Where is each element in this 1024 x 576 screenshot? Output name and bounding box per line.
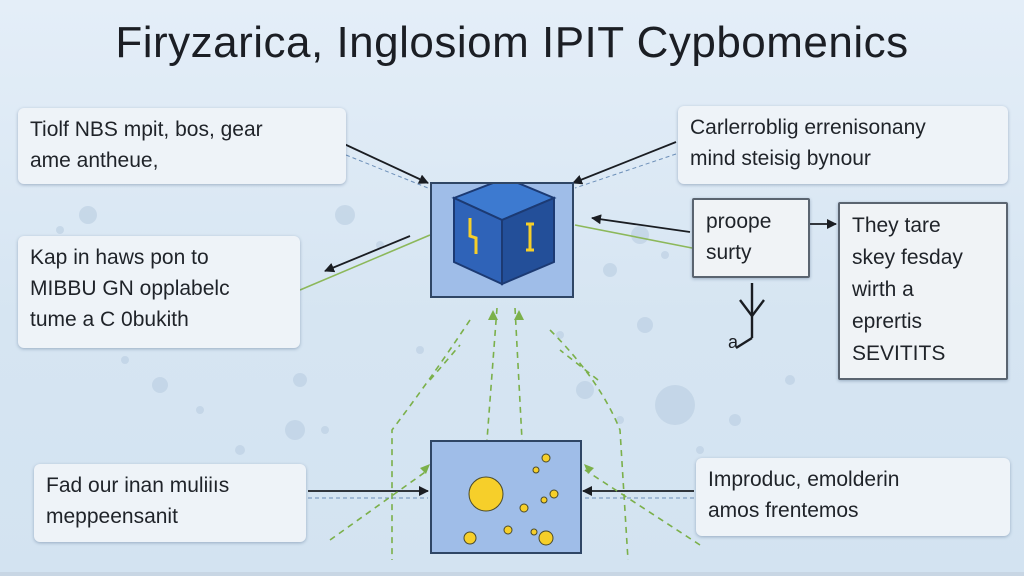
box-top-right-line-2: mind steisig bynour xyxy=(690,147,871,170)
cube-node xyxy=(430,182,574,298)
box-bottom-right: Improduc, emolderin amos frentemos xyxy=(696,458,1010,536)
arrow-topright-to-cube xyxy=(572,141,677,185)
svg-text:a: a xyxy=(728,332,739,352)
box-far-right-line-5: SEVITITS xyxy=(852,342,946,365)
box-proope: proope surty xyxy=(692,198,810,278)
box-bottom-left: Fad our inan muliiıs meppeensanit xyxy=(34,464,306,542)
box-top-right: Carlerroblig errenisonany mind steisig b… xyxy=(678,106,1008,184)
box-top-left-line-1: Tiolf NBS mpit, bos, gear xyxy=(30,118,263,141)
box-proope-line-2: surty xyxy=(706,241,752,264)
arrow-cube-to-midleft xyxy=(324,235,411,273)
box-bottom-left-line-1: Fad our inan muliiıs xyxy=(46,474,230,497)
box-far-right-line-4: eprertis xyxy=(852,310,923,333)
box-top-left-line-2: ame antheue, xyxy=(30,149,159,172)
arrow-proope-to-cube xyxy=(591,214,691,233)
box-mid-left: Kap in haws pon to MIBBU GN opplabelc tu… xyxy=(18,236,300,348)
box-far-right-line-3: wirth a xyxy=(852,278,914,301)
box-far-right: They tare skey fesday wirth a eprertis S… xyxy=(838,202,1008,380)
down-arrow-icon xyxy=(735,283,765,350)
box-bottom-right-line-1: Improduc, emolderin xyxy=(708,468,900,491)
circles-icon xyxy=(463,453,559,546)
box-mid-left-line-1: Kap in haws pon to xyxy=(30,246,209,269)
box-far-right-line-2: skey fesday xyxy=(852,246,963,269)
arrow-topleft-to-cube xyxy=(341,142,429,184)
box-bottom-left-line-2: meppeensanit xyxy=(46,505,178,528)
box-proope-line-1: proope xyxy=(706,210,772,233)
box-mid-left-line-2: MIBBU GN opplabelc xyxy=(30,277,230,300)
box-top-left: Tiolf NBS mpit, bos, gear ame antheue, xyxy=(18,108,346,184)
circles-node xyxy=(430,440,582,554)
bottom-rule xyxy=(0,572,1024,576)
box-mid-left-line-3: tume a C 0bukith xyxy=(30,308,189,331)
diagram-title: Firyzarica, Inglosiom IPIT Cypbomenics xyxy=(115,18,909,67)
box-top-right-line-1: Carlerroblig errenisonany xyxy=(690,116,926,139)
box-far-right-line-1: They tare xyxy=(852,214,941,237)
box-bottom-right-line-2: amos frentemos xyxy=(708,499,859,522)
cube-icon xyxy=(451,184,557,286)
